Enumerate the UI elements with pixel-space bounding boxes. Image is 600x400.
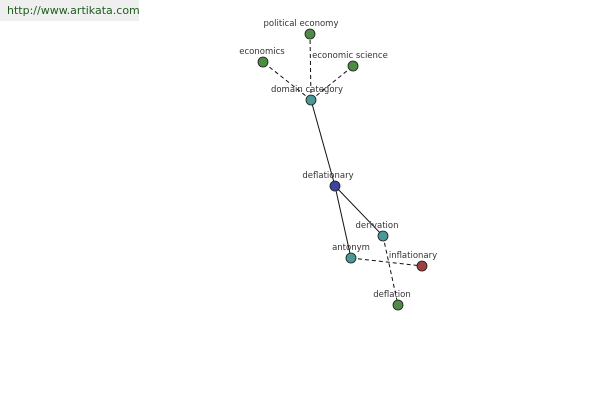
node-antonym[interactable]: antonym (332, 243, 370, 264)
node-circle-economics[interactable] (257, 56, 269, 68)
node-label-economics: economics (239, 47, 285, 57)
edge-antonym-inflationary (350, 257, 423, 267)
node-economics[interactable]: economics (239, 47, 285, 68)
node-label-economic-science: economic science (312, 51, 388, 61)
node-label-derivation: derivation (355, 221, 398, 231)
node-derivation[interactable]: derivation (355, 221, 399, 242)
node-circle-political-economy[interactable] (304, 28, 316, 40)
node-deflationary[interactable]: deflationary (302, 171, 354, 192)
node-label-political-economy: political economy (264, 19, 339, 29)
node-domain-category[interactable]: domain category (271, 85, 343, 106)
edge-derivation-deflation (382, 235, 399, 306)
node-circle-antonym[interactable] (345, 252, 357, 264)
node-label-domain-category: domain category (271, 85, 343, 95)
edge-deflationary-derivation (334, 185, 384, 237)
watermark-url: http://www.artikata.com (0, 0, 140, 21)
node-inflationary[interactable]: inflationary (389, 251, 437, 272)
node-circle-inflationary[interactable] (416, 260, 428, 272)
edge-deflationary-domain-category (310, 99, 336, 187)
node-label-deflation: deflation (373, 290, 410, 300)
node-economic-science[interactable]: economic science (312, 51, 388, 72)
edge-deflationary-antonym (334, 185, 352, 259)
edges-layer (262, 33, 423, 306)
node-label-inflationary: inflationary (389, 251, 437, 261)
node-label-deflationary: deflationary (302, 171, 353, 181)
node-label-antonym: antonym (332, 243, 370, 253)
node-circle-derivation[interactable] (377, 230, 389, 242)
node-political-economy[interactable]: political economy (264, 19, 339, 40)
node-circle-deflationary[interactable] (329, 180, 341, 192)
node-deflation[interactable]: deflation (373, 290, 411, 311)
edge-domain-category-economic-science (310, 65, 354, 101)
node-circle-domain-category[interactable] (305, 94, 317, 106)
node-circle-deflation[interactable] (392, 299, 404, 311)
node-circle-economic-science[interactable] (347, 60, 359, 72)
edge-domain-category-economics (262, 61, 312, 101)
nodes-layer: political economy economics economic scien… (239, 19, 437, 311)
